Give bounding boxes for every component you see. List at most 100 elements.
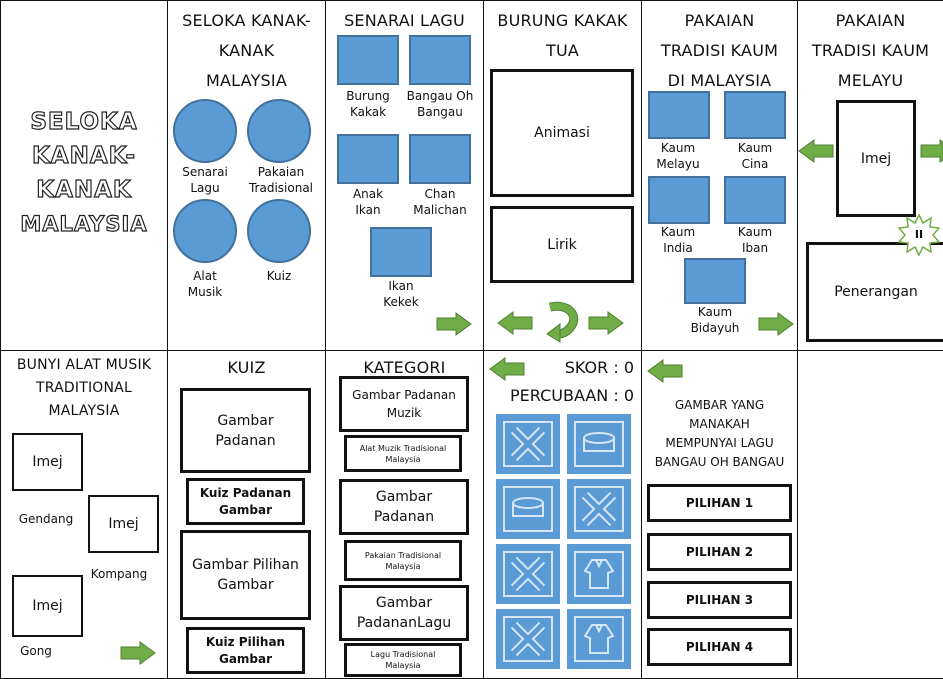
song-thumb-chan-malichan[interactable]: [409, 134, 471, 184]
arrow-right-icon[interactable]: [758, 312, 794, 336]
option-button-3[interactable]: PILIHAN 3: [647, 581, 792, 619]
grid-line: [797, 0, 798, 679]
costume-detail-title: PAKAIAN TRADISI KAUM MELAYU: [798, 6, 943, 96]
option-button-2[interactable]: PILIHAN 2: [647, 533, 792, 571]
costume-detail-title-line: PAKAIAN: [835, 11, 906, 30]
arrow-left-icon[interactable]: [647, 359, 683, 383]
song-player-title-line: BURUNG KAKAK: [497, 11, 628, 30]
costume-title-line: TRADISI KAUM: [660, 41, 779, 60]
song-thumb-burung-kakak[interactable]: [337, 35, 399, 85]
song-thumb-anak-ikan[interactable]: [337, 134, 399, 184]
instrument-image-gendang[interactable]: Imej: [12, 433, 83, 491]
game-tile[interactable]: [496, 609, 560, 669]
game-tile[interactable]: [567, 479, 631, 539]
instrument-image-gong[interactable]: Imej: [12, 575, 83, 637]
song-thumb-bangau[interactable]: [409, 35, 471, 85]
song-player-title: BURUNG KAKAK TUA: [484, 6, 641, 66]
arrow-left-icon[interactable]: [798, 139, 834, 163]
arrow-left-icon[interactable]: [489, 357, 525, 381]
option-button-4[interactable]: PILIHAN 4: [647, 628, 792, 666]
costume-image-label: Imej: [860, 150, 892, 167]
drum-icon: [583, 432, 615, 452]
title-screen-line: MALAYSIA: [20, 211, 148, 236]
x-icon: [510, 556, 546, 592]
main-menu-title-line: MALAYSIA: [206, 71, 287, 90]
x-icon: [510, 621, 546, 657]
grid-line: [0, 350, 943, 351]
costume-thumb-india[interactable]: [648, 176, 710, 224]
arrow-right-icon[interactable]: [436, 312, 472, 336]
game-tile[interactable]: [496, 479, 560, 539]
game-tile[interactable]: [496, 544, 560, 604]
costume-icon: [583, 624, 615, 654]
instrument-image-kompang[interactable]: Imej: [88, 495, 159, 553]
costume-thumb-iban[interactable]: [724, 176, 786, 224]
main-menu-title: SELOKA KANAK- KANAK MALAYSIA: [168, 6, 325, 96]
song-thumb-ikan-kekek[interactable]: [370, 227, 432, 277]
drum-icon: [512, 497, 544, 517]
title-screen-line: SELOKA: [30, 108, 138, 135]
game-tile[interactable]: [567, 414, 631, 474]
title-screen-line: KANAK-: [31, 142, 137, 169]
game-tile[interactable]: [567, 544, 631, 604]
instrument-image-label: Imej: [108, 516, 139, 532]
animation-box: Animasi: [490, 69, 634, 197]
costume-thumb-cina[interactable]: [724, 91, 786, 139]
arrow-right-icon[interactable]: [920, 139, 943, 163]
menu-button-quiz[interactable]: [247, 199, 311, 263]
menu-button-song-list[interactable]: [173, 99, 237, 163]
option-button-1[interactable]: PILIHAN 1: [647, 484, 792, 522]
costume-thumb-bidayuh[interactable]: [684, 258, 746, 304]
instrument-image-label: Imej: [32, 454, 63, 470]
grid-line: [325, 0, 326, 679]
arrow-left-icon[interactable]: [497, 311, 533, 335]
main-menu-title-line: SELOKA KANAK-: [182, 11, 311, 30]
costume-title: PAKAIAN TRADISI KAUM DI MALAYSIA: [642, 6, 797, 96]
grid-line: [0, 0, 943, 1]
menu-button-instruments[interactable]: [173, 199, 237, 263]
instrument-name-kompang: Kompang: [90, 567, 148, 581]
x-icon: [581, 491, 617, 527]
lyrics-box: Lirik: [490, 206, 634, 283]
arrow-right-icon[interactable]: [120, 641, 156, 665]
lyrics-label: Lirik: [547, 236, 577, 253]
song-list-title: SENARAI LAGU: [344, 11, 465, 30]
category-title: KATEGORI: [363, 358, 446, 377]
costume-title-line: DI MALAYSIA: [667, 71, 772, 90]
instrument-title: BUNYI ALAT MUSIK TRADITIONAL MALAYSIA: [1, 354, 167, 423]
instrument-title-line: BUNYI ALAT MUSIK: [16, 357, 152, 373]
costume-icon: [583, 559, 615, 589]
menu-button-costume[interactable]: [247, 99, 311, 163]
menu-label-quiz: Kuiz: [266, 269, 292, 283]
arrow-right-icon[interactable]: [588, 311, 624, 335]
pause-badge-label: II: [914, 228, 924, 241]
game-tile[interactable]: [567, 609, 631, 669]
description-label: Penerangan: [834, 284, 918, 300]
costume-image-box: Imej: [836, 100, 916, 217]
game-tile[interactable]: [496, 414, 560, 474]
costume-thumb-melayu[interactable]: [648, 91, 710, 139]
title-screen-panel: SELOKA KANAK- KANAK MALAYSIA: [1, 105, 167, 241]
instrument-name-gong: Gong: [20, 644, 52, 658]
pause-burst-icon[interactable]: [898, 214, 940, 256]
replay-icon[interactable]: [542, 301, 580, 343]
